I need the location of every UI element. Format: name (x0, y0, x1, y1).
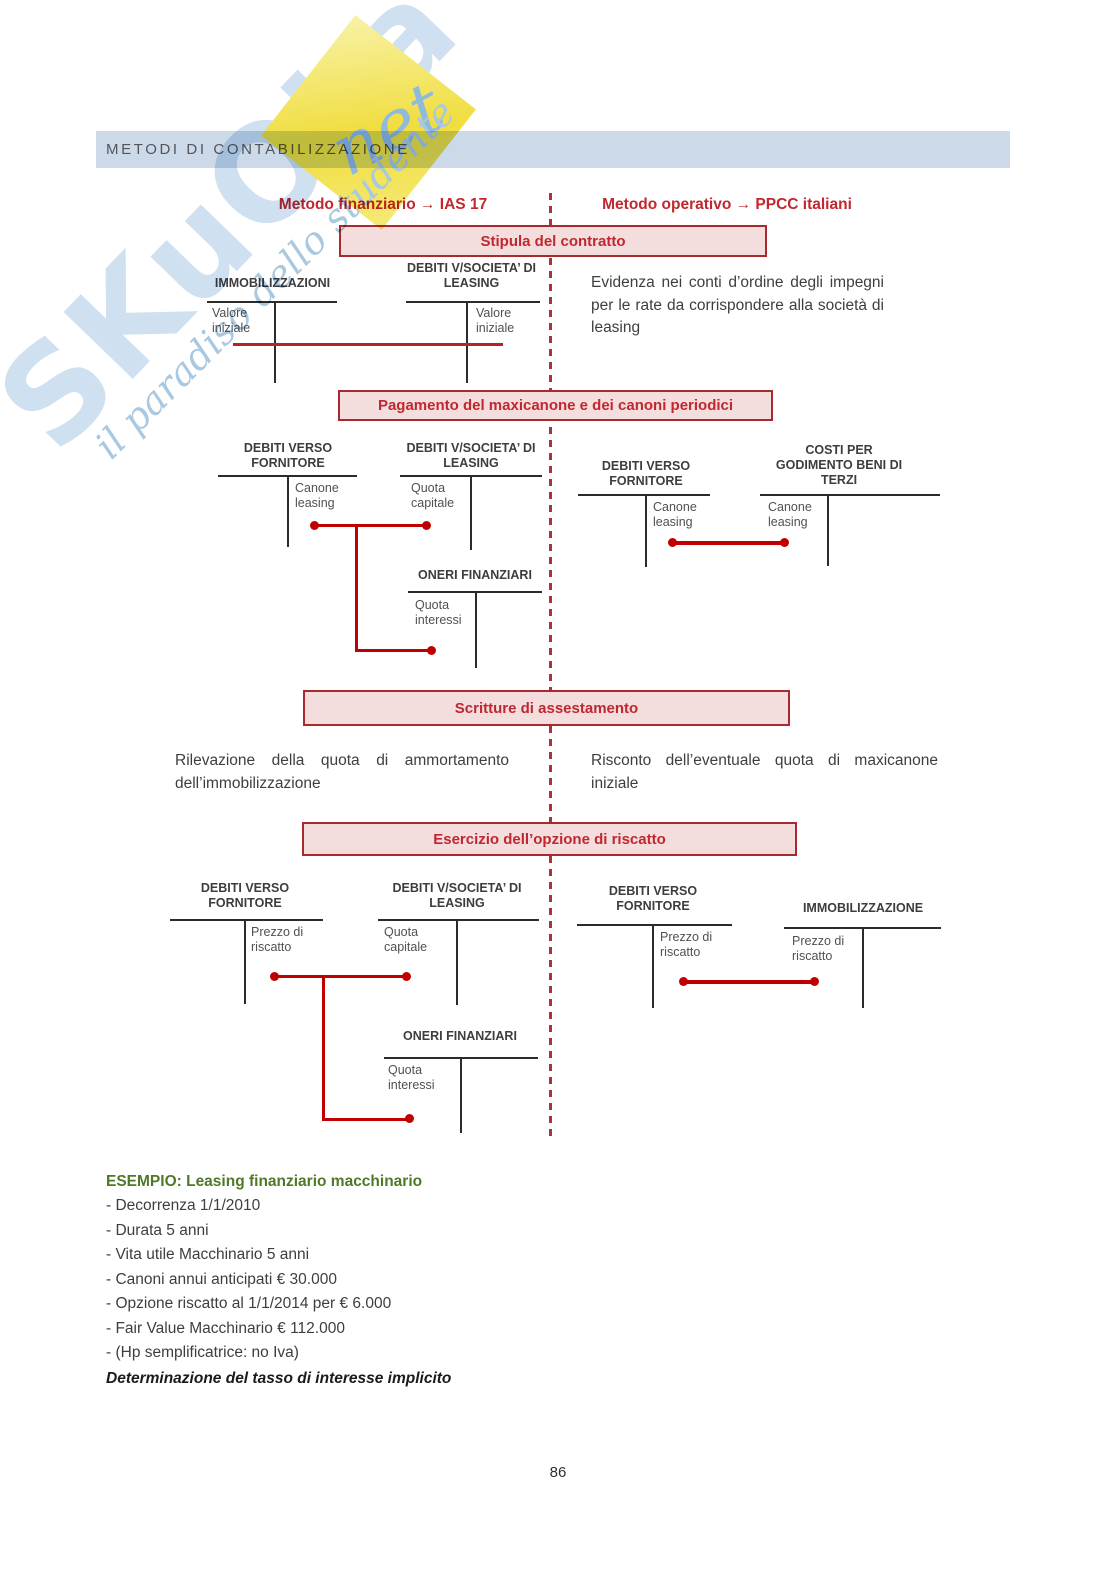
method-header-left: Metodo finanziario → IAS 17 (278, 196, 488, 213)
connector-line (322, 1118, 411, 1121)
t-account-hline (170, 919, 323, 921)
method-header-right: Metodo operativo → PPCC italiani (602, 196, 852, 213)
example-item: - Canoni annui anticipati € 30.000 (106, 1270, 337, 1288)
connector-dot (270, 972, 279, 981)
example-footer: Determinazione del tasso di interesse im… (106, 1369, 452, 1387)
t-account-vline (862, 927, 864, 1008)
connector-line (315, 524, 427, 527)
t-account-hline (578, 494, 710, 496)
connector-dot (405, 1114, 414, 1123)
t-account-hline (577, 924, 732, 926)
t-account-title: ONERI FINANZIARI (418, 568, 532, 582)
t-account-title: DEBITI VERSO FORNITORE (200, 881, 290, 910)
example-item: - (Hp semplificatrice: no Iva) (106, 1344, 299, 1361)
connector-dot (402, 972, 411, 981)
t-account-hline (760, 494, 940, 496)
t-account-hline (406, 301, 540, 303)
t-account-title: ONERI FINANZIARI (403, 1029, 517, 1043)
example-item: - Fair Value Macchinario € 112.000 (106, 1319, 345, 1337)
connector-line (322, 975, 325, 1121)
note-stipula-operativo: Evidenza nei conti d’ordine degli impegn… (591, 274, 884, 337)
t-account-title: DEBITI V/SOCIETA’ DI LEASING (407, 261, 536, 290)
section-box-scritture: Scritture di assestamento (303, 690, 790, 726)
page-heading-bar: METODI DI CONTABILIZZAZIONE (96, 131, 1010, 168)
section-box-stipula: Stipula del contratto (339, 225, 767, 257)
t-account-entry: Quota capitale (384, 925, 428, 955)
t-account-entry: Valore iniziale (212, 306, 251, 336)
t-account-vline (287, 475, 289, 547)
note-scritture-operativo: Risconto dell’eventuale quota di maxican… (591, 752, 938, 792)
t-account-entry: Prezzo di riscatto (660, 930, 713, 960)
example-item: - Opzione riscatto al 1/1/2014 per € 6.0… (106, 1295, 392, 1312)
t-account-entry: Quota interessi (415, 598, 462, 628)
t-account-title: DEBITI VERSO FORNITORE (608, 884, 698, 913)
connector-dot (780, 538, 789, 547)
t-account-entry: Canone leasing (295, 481, 339, 511)
t-account-entry: Quota interessi (388, 1063, 435, 1093)
connector-dot (810, 977, 819, 986)
t-account-vline (456, 919, 458, 1005)
connector-line (355, 649, 433, 652)
connector-line (275, 975, 407, 978)
t-account-entry: Canone leasing (653, 500, 697, 530)
t-account-title: DEBITI V/SOCIETA’ DI LEASING (406, 441, 536, 470)
journal-link-line (233, 343, 503, 346)
example-item: - Durata 5 anni (106, 1221, 209, 1239)
example-item: - Decorrenza 1/1/2010 (106, 1197, 261, 1214)
t-account-vline (645, 494, 647, 567)
t-account-vline (652, 924, 654, 1008)
t-account-hline (207, 301, 337, 303)
connector-dot (422, 521, 431, 530)
t-account-vline (460, 1057, 462, 1133)
connector-dot (679, 977, 688, 986)
t-account-title: COSTI PER GODIMENTO BENI DI TERZI (775, 443, 903, 487)
t-account-vline (244, 919, 246, 1004)
t-account-title: DEBITI VERSO FORNITORE (601, 459, 691, 488)
connector-dot (310, 521, 319, 530)
example-block: ESEMPIO: Leasing finanziario macchinario… (106, 1169, 626, 1391)
t-account-entry: Canone leasing (768, 500, 812, 530)
t-account-entry: Prezzo di riscatto (792, 934, 845, 964)
t-account-entry: Prezzo di riscatto (251, 925, 304, 955)
watermark-net-text: net (317, 65, 458, 193)
example-title: ESEMPIO: Leasing finanziario macchinario (106, 1173, 423, 1190)
example-item: - Vita utile Macchinario 5 anni (106, 1246, 310, 1263)
connector-line (684, 980, 815, 984)
column-divider-dashed-line (549, 193, 552, 1138)
note-scritture-finanziario: Rilevazione della quota di ammortamento … (175, 752, 509, 792)
page-title: METODI DI CONTABILIZZAZIONE (106, 141, 410, 158)
connector-line (673, 541, 785, 545)
connector-line (355, 524, 358, 652)
page-number: 86 (549, 1464, 567, 1481)
t-account-vline (466, 301, 468, 383)
t-account-title: IMMOBILIZZAZIONE (802, 901, 924, 915)
t-account-title: DEBITI VERSO FORNITORE (243, 441, 333, 470)
t-account-hline (378, 919, 539, 921)
t-account-title: IMMOBILIZZAZIONI (214, 276, 331, 290)
t-account-vline (827, 494, 829, 566)
section-box-esercizio: Esercizio dell’opzione di riscatto (302, 822, 797, 856)
t-account-vline (470, 475, 472, 550)
t-account-vline (274, 301, 276, 383)
connector-dot (427, 646, 436, 655)
t-account-entry: Quota capitale (411, 481, 455, 511)
t-account-entry: Valore iniziale (476, 306, 515, 336)
t-account-title: DEBITI V/SOCIETA’ DI LEASING (392, 881, 522, 910)
connector-dot (668, 538, 677, 547)
section-box-pagamento: Pagamento del maxicanone e dei canoni pe… (338, 390, 773, 421)
t-account-vline (475, 591, 477, 668)
